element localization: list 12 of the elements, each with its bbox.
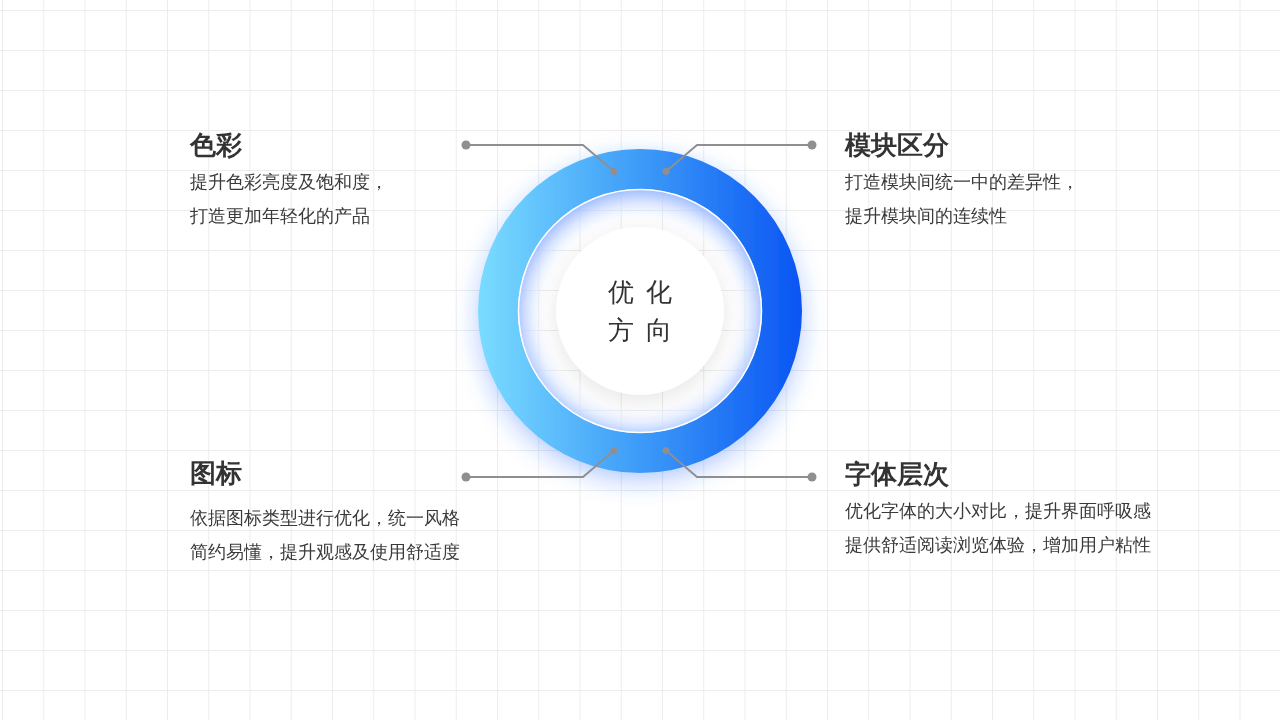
heading: 字体层次 [845, 458, 949, 491]
description: 优化字体的大小对比，提升界面呼吸感提供舒适阅读浏览体验，增加用户粘性 [845, 499, 1152, 557]
leader-line [662, 447, 817, 482]
description: 依据图标类型进行优化，统一风格简约易懂，提升观感及使用舒适度 [190, 506, 461, 564]
description: 打造模块间统一中的差异性，提升模块间的连续性 [845, 170, 1080, 228]
leader-line [662, 140, 817, 175]
heading: 色彩 [190, 129, 242, 162]
heading: 模块区分 [845, 129, 949, 162]
leader-line [461, 140, 618, 175]
leader-line [461, 447, 618, 482]
heading: 图标 [190, 457, 242, 490]
description: 提升色彩亮度及饱和度，打造更加年轻化的产品 [190, 170, 389, 228]
